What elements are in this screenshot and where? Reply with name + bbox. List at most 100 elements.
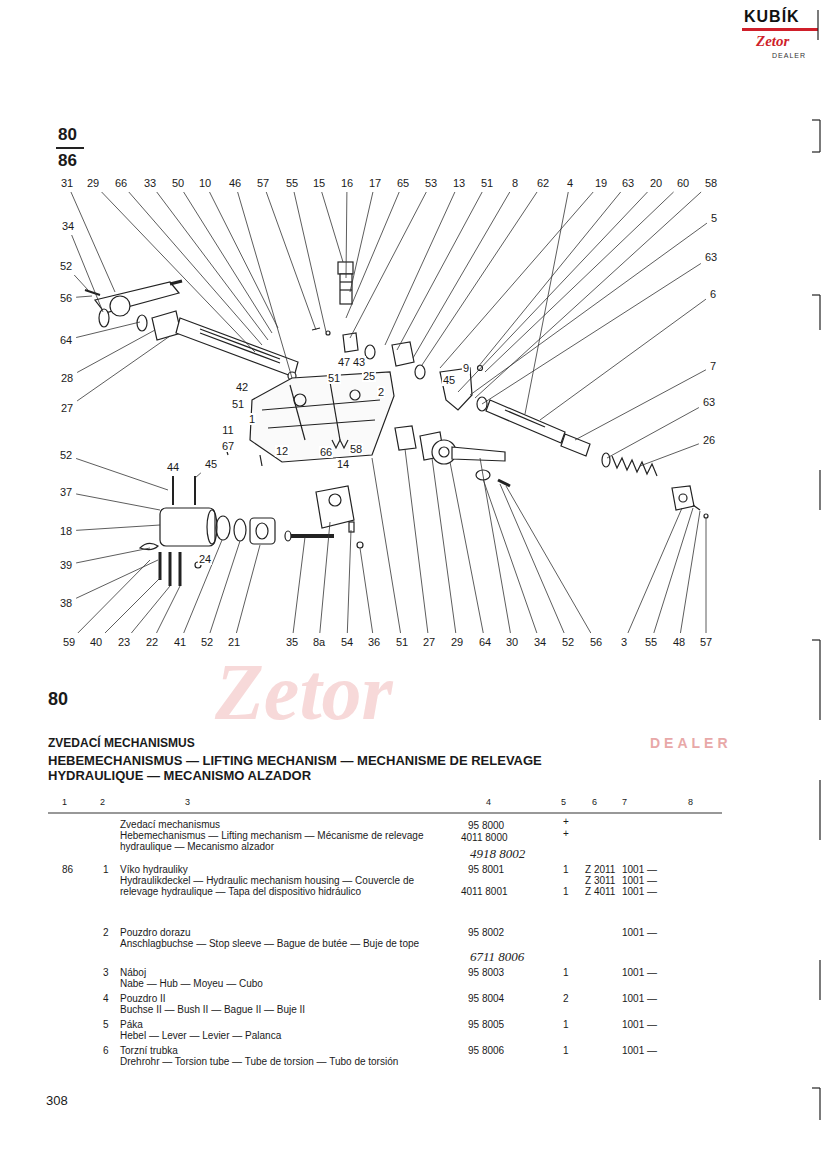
callout-number: 5 [710,212,718,224]
drawing-stroke [350,390,360,400]
callout-number: 52 [59,260,73,272]
callout-number: 9 [462,362,470,374]
table-cell: Hebel — Lever — Levier — Palanca [120,1030,450,1041]
callout-number: 51 [231,398,245,410]
callout-number: 64 [478,636,492,648]
drawing-stroke [392,342,414,366]
drawing-stroke [812,294,820,295]
table-cell: 1001 — [622,993,657,1004]
callout-number: 52 [200,636,214,648]
callout-number: 23 [117,636,131,648]
drawing-stroke [85,290,100,295]
table-cell: Nabe — Hub — Moyeu — Cubo [120,978,450,989]
leader-line [184,540,222,633]
table-cell: Z 4011 [585,886,615,897]
drawing-stroke [812,119,820,120]
callout-number: 25 [362,370,376,382]
callout-number: 60 [676,177,690,189]
leader-line [105,578,160,633]
drawing-stroke [290,385,305,440]
drawing-stroke [179,552,182,586]
leader-line [184,192,272,333]
drawing-stroke [365,345,375,359]
column-number: 3 [185,798,190,808]
callout-number: 65 [396,177,410,189]
callout-number: 58 [349,443,363,455]
leader-line [195,473,201,478]
drawing-stroke [561,434,590,456]
table-cell: 6 [103,1045,109,1056]
table-cell: 95 8000 [468,820,504,831]
callout-number: 56 [59,292,73,304]
leader-line [322,192,343,262]
drawing-stroke [672,486,694,510]
drawing-stroke [357,542,363,548]
leader-line [77,336,170,401]
table-cell: Páka [120,1019,143,1030]
table-cell: 1001 — [622,967,657,978]
table-cell: Anschlagbuchse — Stop sleeve — Bague de … [120,938,450,949]
table-cell: Pouzdro II [120,993,166,1004]
callout-number: 7 [709,360,717,372]
callout-number: 44 [166,461,180,473]
drawing-stroke [343,333,358,352]
drawing-stroke [262,400,380,410]
leader-line [131,586,170,633]
drawing-stroke [340,274,352,304]
table-cell: 1001 — [622,1019,657,1030]
drawing-stroke [268,420,375,428]
leader-line [350,192,373,292]
table-cell: Pouzdro dorazu [120,927,191,938]
leader-line [397,192,482,350]
watermark: DEALER [650,736,732,751]
callout-number: 8 [511,177,519,189]
table-cell: 95 8003 [468,967,504,978]
callout-number: 64 [59,334,73,346]
callout-number: 29 [86,177,100,189]
leader-line [432,458,456,633]
callout-number: 13 [452,177,466,189]
section-number: 86 [58,152,77,171]
callout-number: 42 [235,381,249,393]
callout-number: 56 [589,636,603,648]
leader-line [266,192,316,330]
callout-number: 15 [312,177,326,189]
leader-line [78,560,150,633]
leader-line [575,370,706,440]
leader-line [157,586,181,633]
leader-line [483,479,537,633]
callout-number: 54 [340,636,354,648]
drawing-stroke [679,494,687,502]
table-cell: + [563,816,569,827]
callout-number: 16 [340,177,354,189]
callout-number: 37 [59,486,73,498]
table-cell: Hydraulikdeckel — Hydraulic mechanism ho… [120,875,450,897]
drawing-stroke [819,470,820,510]
callout-number: 12 [275,445,289,457]
table-cell: 86 [62,864,73,875]
callout-number: 33 [143,177,157,189]
dealer-logo: DEALER [772,52,806,60]
leader-line [76,458,168,490]
callout-number: 53 [424,177,438,189]
drawing-stroke [812,1087,820,1088]
column-number: 6 [592,798,597,808]
leader-line [485,192,674,372]
leader-line [102,192,255,352]
drawing-stroke [602,453,610,467]
leader-line [506,486,591,633]
callout-number: 63 [621,177,635,189]
drawing-stroke [294,394,306,406]
callout-number: 52 [561,636,575,648]
leader-line [77,330,155,372]
drawing-stroke [415,365,425,379]
leader-line [173,476,174,478]
leader-line [680,511,700,633]
callout-number: 20 [649,177,663,189]
leader-line [470,223,707,395]
column-number: 7 [622,798,627,808]
drawing-stroke [330,382,340,440]
drawing-stroke [286,534,334,538]
column-number: 5 [561,798,566,808]
drawing-stroke [452,447,505,461]
